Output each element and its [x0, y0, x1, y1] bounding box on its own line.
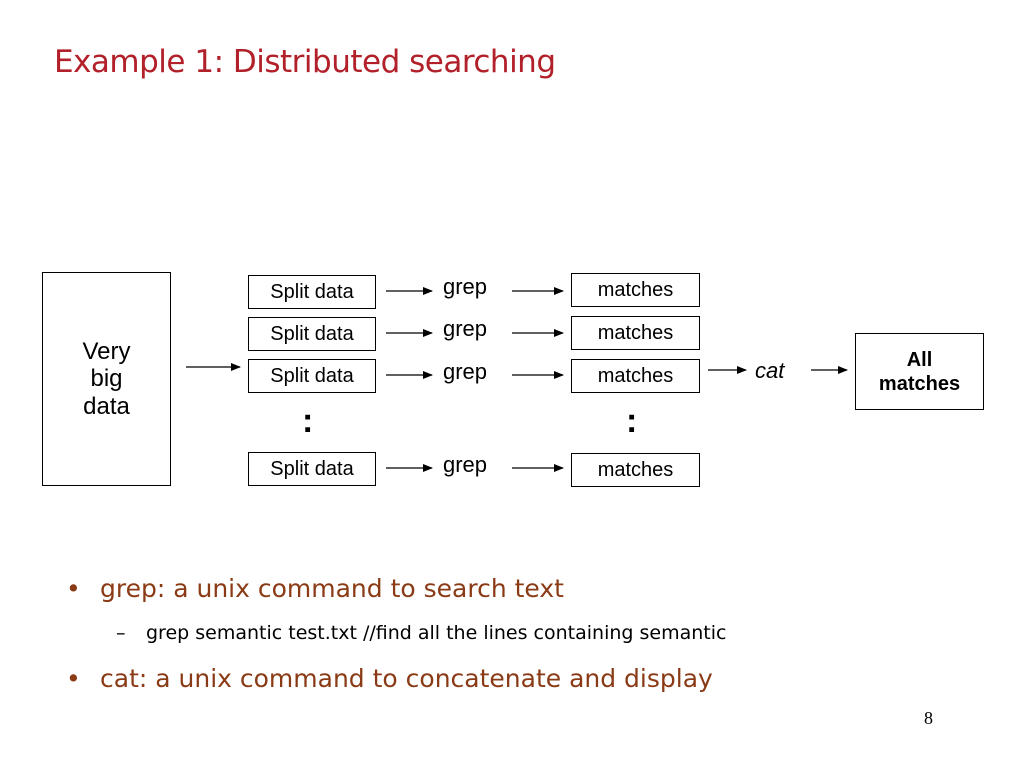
split-data-box-1: Split data — [248, 275, 376, 309]
bullet-item-grep: • grep: a unix command to search text — [66, 574, 564, 603]
split-data-label: Split data — [270, 280, 354, 303]
cat-label: cat — [755, 358, 785, 383]
matches-box-3: matches — [571, 359, 700, 393]
matches-label: matches — [597, 278, 674, 301]
split-data-label: Split data — [270, 364, 354, 387]
split-ellipsis: : — [302, 402, 314, 440]
sub-bullet-marker: – — [116, 622, 126, 644]
split-data-box-4: Split data — [248, 452, 376, 486]
matches-label: matches — [597, 458, 674, 481]
split-data-label: Split data — [270, 457, 354, 480]
bullet-text: cat: a unix command to concatenate and d… — [100, 664, 713, 693]
split-data-label: Split data — [270, 322, 354, 345]
matches-box-1: matches — [571, 273, 700, 307]
matches-label: matches — [597, 364, 674, 387]
bullet-marker: • — [66, 664, 81, 693]
matches-box-4: matches — [571, 453, 700, 487]
grep-label-1: grep — [443, 274, 488, 299]
all-matches-label: All matches — [878, 348, 961, 395]
very-big-data-label: Very big data — [82, 337, 131, 420]
grep-label-3: grep — [443, 359, 488, 384]
matches-box-2: matches — [571, 316, 700, 350]
split-data-box-3: Split data — [248, 359, 376, 393]
matches-label: matches — [597, 321, 674, 344]
bullet-text: grep: a unix command to search text — [100, 574, 564, 603]
all-matches-box: All matches — [855, 333, 984, 410]
matches-ellipsis: : — [626, 402, 638, 440]
grep-label-2: grep — [443, 316, 488, 341]
bullet-item-cat: • cat: a unix command to concatenate and … — [66, 664, 713, 693]
sub-bullet-item-grep-example: –grep semantic test.txt //find all the l… — [116, 622, 726, 644]
page-number: 8 — [924, 708, 933, 728]
very-big-data-box: Very big data — [42, 272, 171, 486]
split-data-box-2: Split data — [248, 317, 376, 351]
slide-title: Example 1: Distributed searching — [54, 44, 556, 80]
bullet-marker: • — [66, 574, 81, 603]
sub-bullet-text: grep semantic test.txt //find all the li… — [146, 622, 727, 644]
grep-label-4: grep — [443, 452, 488, 477]
